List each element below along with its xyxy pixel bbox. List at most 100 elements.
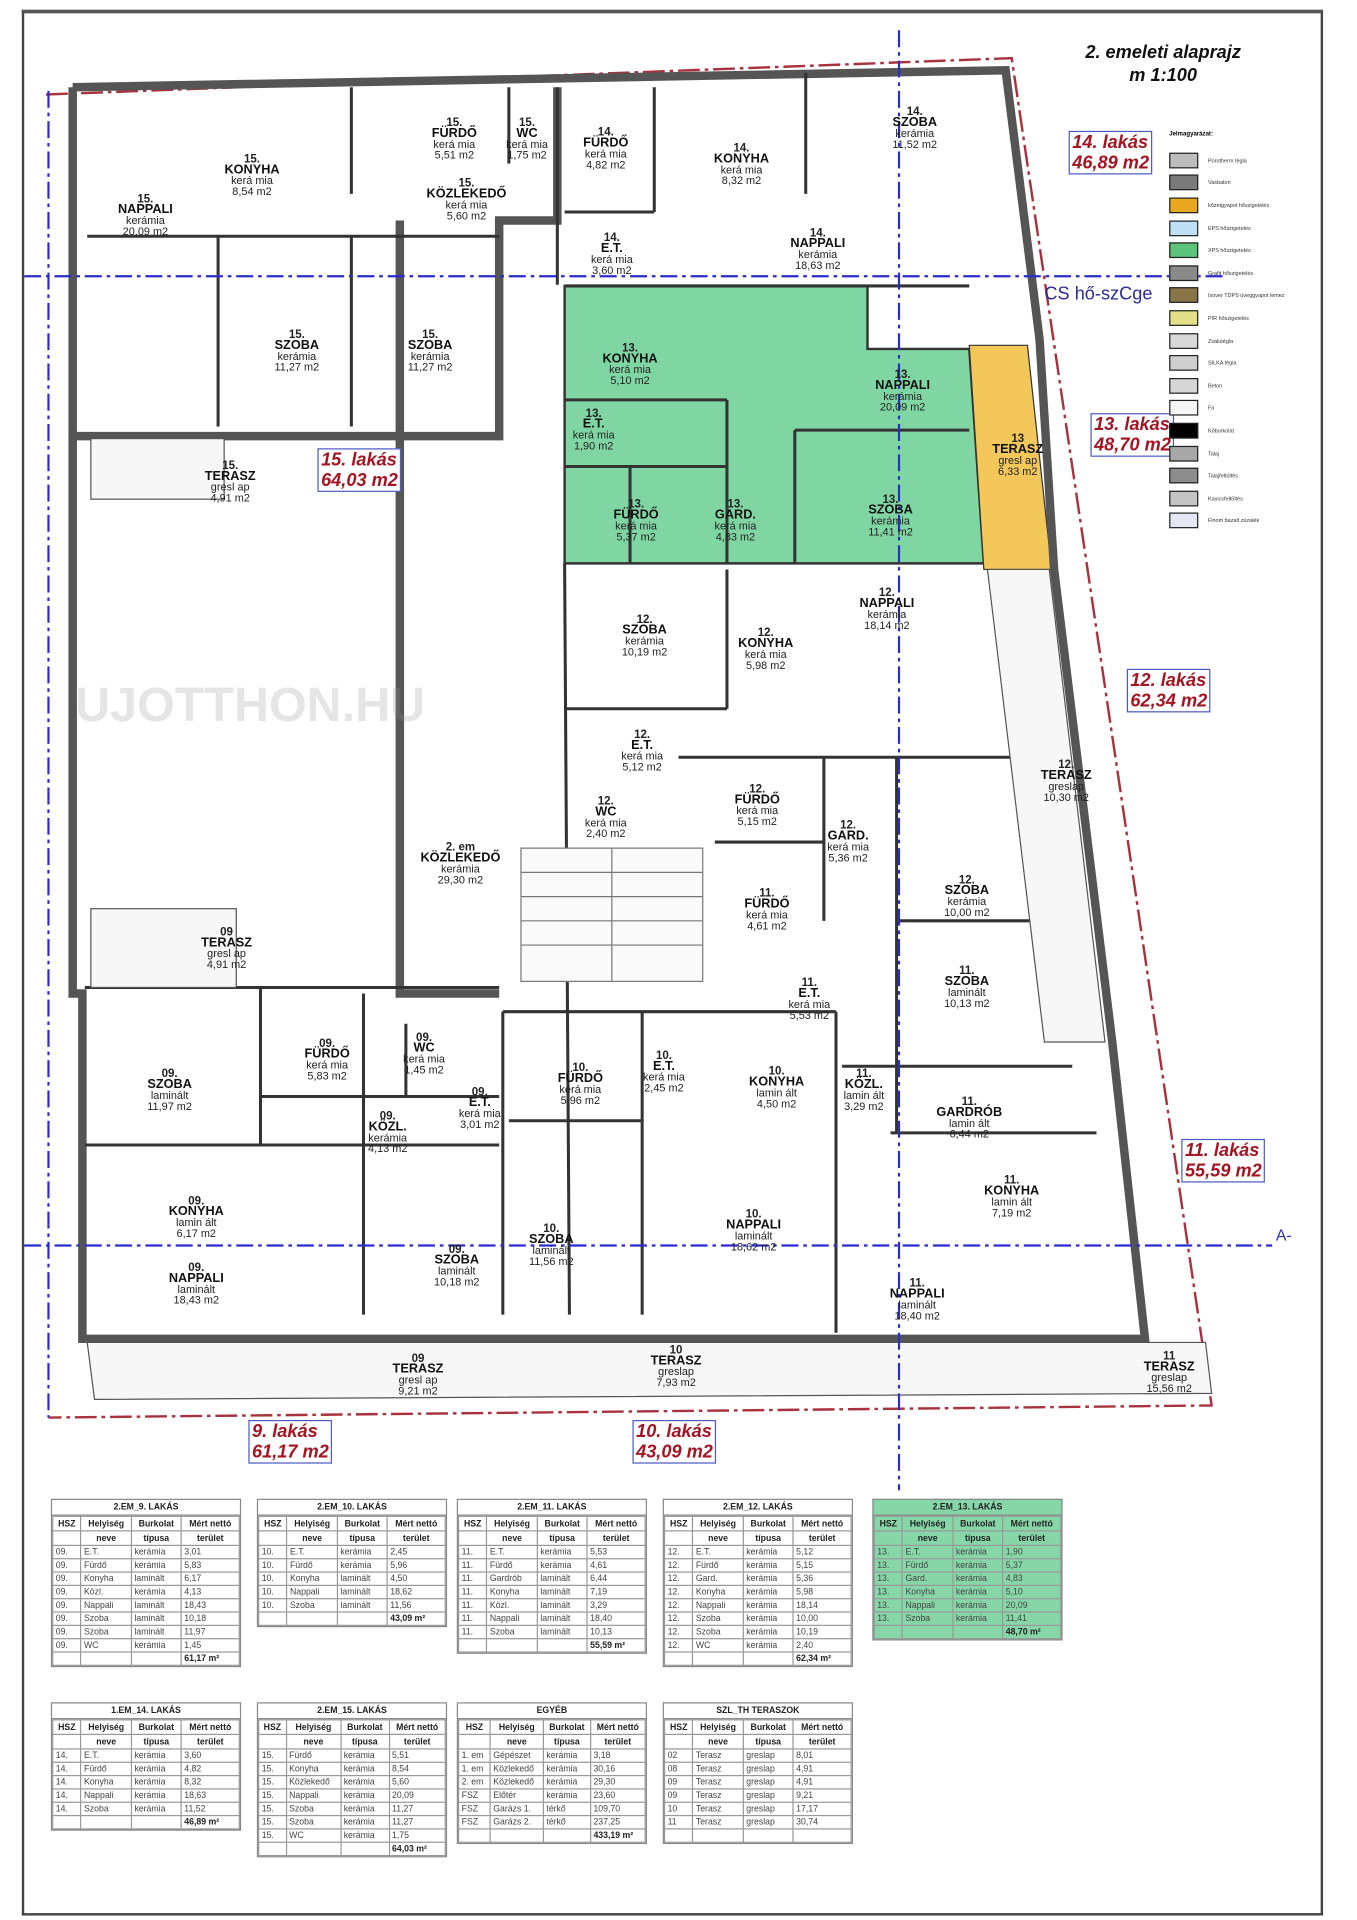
apartment-name: 9. lakás (252, 1421, 318, 1442)
table-cell: 11. (457, 1624, 488, 1640)
table-cell: kerámia (542, 1761, 592, 1777)
legend-item-label: Kőburkolat (1207, 427, 1235, 434)
room-name: SZOBA (944, 974, 990, 989)
legend-swatch (1169, 197, 1199, 214)
table-cell: 15. (258, 1761, 287, 1777)
room-area: 29,30 m2 (437, 873, 484, 886)
room-floor: kerámia (125, 214, 165, 227)
table-total: 61,17 m² (180, 1651, 240, 1666)
table-cell: kerámia (340, 1761, 390, 1777)
table-cell (258, 1611, 288, 1626)
table-cell: 08 (663, 1761, 694, 1777)
room-area: 5,37 m2 (616, 530, 656, 543)
table-cell: 4,91 (792, 1761, 852, 1777)
room-number: 12. (1058, 758, 1075, 772)
room-name: SZOBA (892, 115, 938, 130)
table-cell: 15. (258, 1814, 287, 1830)
table-cell: 8,54 (388, 1761, 446, 1777)
table-cell: Előtér (489, 1788, 544, 1803)
table-cell: FSZ (457, 1788, 491, 1803)
table-cell: greslap (742, 1748, 794, 1763)
room-area: 5,51 m2 (434, 149, 475, 162)
table-cell: 4,83 (1002, 1571, 1062, 1586)
column-header: neve (901, 1530, 954, 1547)
room-number: 10 (669, 1343, 683, 1357)
table-cell: 09 (663, 1788, 694, 1803)
legend-item-label: Isover TDPS üveggyapot lemez (1207, 292, 1285, 299)
table-cell: 23,60 (589, 1788, 646, 1803)
room-name: TERASZ (201, 935, 253, 950)
room-floor: laminált (437, 1264, 476, 1278)
table-cell: 1. em (457, 1761, 491, 1777)
column-header: HSZ (873, 1515, 904, 1532)
legend-swatch (1169, 490, 1199, 507)
room-name: NAPPALI (790, 236, 846, 251)
table-cell: laminált (536, 1598, 588, 1613)
table-cell: laminált (536, 1624, 588, 1640)
room-floor: gresl ap (210, 481, 250, 494)
table-title: SZL_TH TERASZOK (663, 1704, 852, 1720)
room-number: 11. (909, 1277, 925, 1291)
room-floor: kerá mia (231, 174, 273, 187)
column-header: terület (1002, 1530, 1062, 1547)
table-cell: 2,40 (792, 1638, 852, 1653)
table-cell: 12. (663, 1544, 694, 1560)
room-name: FÜRDŐ (734, 792, 780, 807)
table-cell: 13. (873, 1544, 904, 1560)
table-cell: Szoba (80, 1624, 133, 1640)
room-number: 11 (1163, 1349, 1176, 1364)
table-cell: Fürdő (692, 1558, 744, 1573)
table-cell: 8,32 (180, 1774, 240, 1790)
room-number: 12. (840, 819, 857, 833)
room-floor: kerámia (798, 248, 838, 261)
room-area: 5,36 m2 (828, 851, 868, 864)
table-cell: térkő (542, 1814, 592, 1830)
legend-item-label: EPS hőszigetelés (1207, 224, 1251, 231)
table-cell: Nappali (692, 1598, 744, 1613)
room-name: KONYHA (749, 1074, 805, 1090)
room-name: GARDRÓB (936, 1104, 1003, 1120)
room-floor: gresl ap (998, 454, 1038, 467)
room-area: 5,83 m2 (307, 1069, 347, 1082)
table-cell (286, 1611, 338, 1626)
column-header (258, 1530, 288, 1547)
table-cell: greslap (742, 1761, 794, 1777)
room-number: 09. (471, 1085, 488, 1099)
table-cell: 11 (663, 1814, 694, 1830)
legend-item: Finom bazalt zúzalék (1169, 509, 1314, 532)
table-total (792, 1828, 852, 1843)
table-cell: Fürdő (286, 1558, 338, 1573)
table-cell: Konyha (80, 1774, 133, 1790)
table-total: 62,34 m² (792, 1651, 852, 1666)
column-header: típusa (130, 1530, 182, 1547)
table-cell: Gard. (901, 1571, 954, 1586)
table-cell: laminált (336, 1584, 388, 1600)
table-cell: FSZ (457, 1814, 491, 1830)
table-cell: Gardrób (486, 1571, 538, 1586)
table-cell: kerámia (340, 1828, 390, 1843)
legend-item-label: Kavicsfeltöltés (1207, 495, 1243, 502)
table-total: 48,70 m² (1002, 1624, 1062, 1640)
legend-item-label: Talaj (1207, 450, 1220, 457)
room-area: 15,56 m2 (1146, 1382, 1192, 1395)
table-cell: laminált (130, 1598, 182, 1613)
room-area: 6,44 m2 (949, 1127, 989, 1141)
table-cell: kerámia (542, 1748, 592, 1763)
room-area: 10,00 m2 (944, 906, 990, 919)
room-number: 12. (636, 613, 653, 627)
table-cell: 8,01 (792, 1748, 852, 1763)
